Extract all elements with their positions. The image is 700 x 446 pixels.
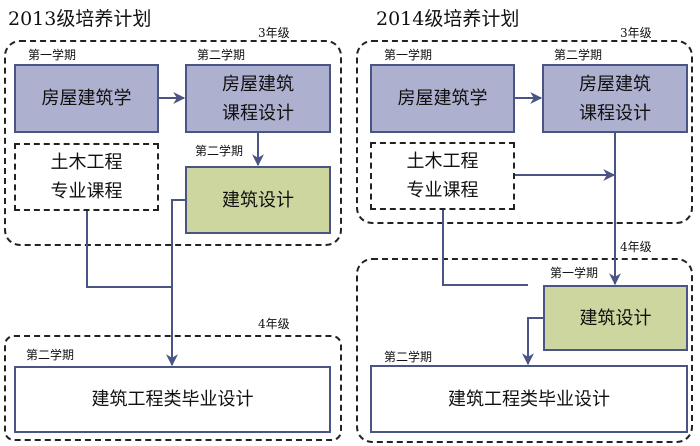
- line1: 房屋建筑: [579, 73, 651, 95]
- line2: 课程设计: [222, 102, 294, 124]
- left-title: 2013级培养计划: [8, 8, 152, 30]
- right-sem1-label-top: 第一学期: [384, 48, 433, 62]
- left-box-graduation: 建筑工程类毕业设计: [14, 366, 331, 433]
- right-sem1-label-bottom: 第一学期: [550, 266, 599, 280]
- line1: 土木工程: [406, 151, 479, 172]
- right-box-course-design: 房屋建筑课程设计: [542, 64, 688, 133]
- right-box-housing-text: 房屋建筑学: [397, 88, 488, 109]
- left-year3-label: 3年级: [258, 26, 290, 40]
- right-box-graduation-text: 建筑工程类毕业设计: [448, 388, 610, 410]
- left-box-course-design: 房屋建筑课程设计: [185, 64, 331, 133]
- right-box-civil: 土木工程专业课程: [370, 142, 515, 210]
- left-sem2-label-bottom: 第二学期: [26, 348, 75, 362]
- left-sem1-label: 第一学期: [28, 48, 77, 62]
- left-box-housing-text: 房屋建筑学: [41, 88, 132, 109]
- right-box-arch-design-text: 建筑设计: [579, 307, 652, 329]
- line1: 房屋建筑: [222, 73, 294, 95]
- right-box-course-design-text: 房屋建筑课程设计: [579, 70, 651, 128]
- right-year3-label: 3年级: [620, 26, 652, 40]
- right-box-graduation: 建筑工程类毕业设计: [370, 365, 688, 433]
- left-box-civil: 土木工程专业课程: [14, 143, 159, 211]
- left-year4-label: 4年级: [258, 317, 290, 331]
- right-box-housing: 房屋建筑学: [370, 64, 515, 133]
- left-box-civil-text: 土木工程专业课程: [51, 148, 123, 206]
- line2: 课程设计: [579, 102, 651, 124]
- line1: 土木工程: [50, 152, 123, 173]
- left-sem2-label-top: 第二学期: [197, 48, 246, 62]
- left-sem2-label-mid: 第二学期: [195, 144, 244, 158]
- left-box-arch-design-text: 建筑设计: [222, 189, 294, 211]
- left-box-graduation-text: 建筑工程类毕业设计: [91, 389, 254, 410]
- line2: 专业课程: [406, 180, 479, 201]
- right-year4-label: 4年级: [620, 240, 652, 254]
- right-box-arch-design: 建筑设计: [543, 285, 688, 351]
- right-sem2-label-top: 第二学期: [554, 48, 603, 62]
- left-box-housing: 房屋建筑学: [14, 64, 159, 133]
- right-title: 2014级培养计划: [376, 8, 520, 30]
- right-box-civil-text: 土木工程专业课程: [407, 147, 479, 205]
- line2: 专业课程: [50, 181, 123, 202]
- right-sem2-label-bottom: 第二学期: [384, 350, 433, 364]
- left-box-arch-design: 建筑设计: [185, 166, 331, 234]
- left-box-course-design-text: 房屋建筑课程设计: [222, 70, 294, 128]
